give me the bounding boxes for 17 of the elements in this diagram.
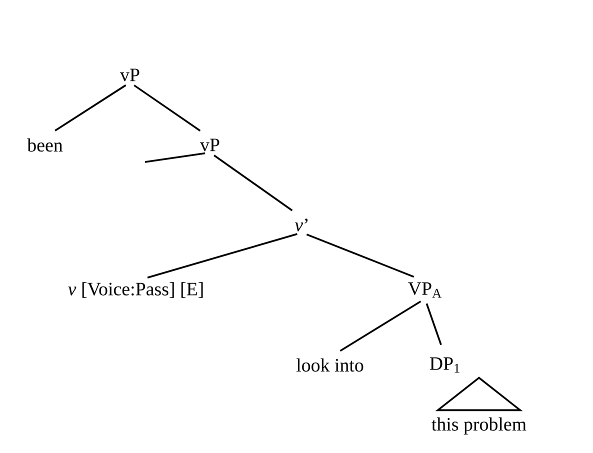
tree-branch [340, 300, 422, 352]
tree-label: been [27, 138, 63, 152]
tree-branch [426, 303, 442, 346]
tree-branch [147, 233, 298, 278]
tree-branch [54, 84, 126, 132]
tree-label: VP$_{A}$ [408, 282, 442, 298]
tree-label: DP$_{1}$ [430, 357, 460, 373]
tree-label: this problem [432, 417, 526, 435]
tree-label: v [Voice:Pass] [E] [68, 282, 203, 298]
tree-branch [134, 84, 201, 132]
tree-label: vP [120, 68, 140, 82]
tree-branch [144, 152, 206, 163]
tree-label: v’ [294, 218, 308, 232]
tree-branch [214, 154, 293, 212]
tree-label: look into [296, 358, 364, 372]
tree-branch [306, 234, 414, 278]
tree-label: vP [200, 138, 220, 152]
